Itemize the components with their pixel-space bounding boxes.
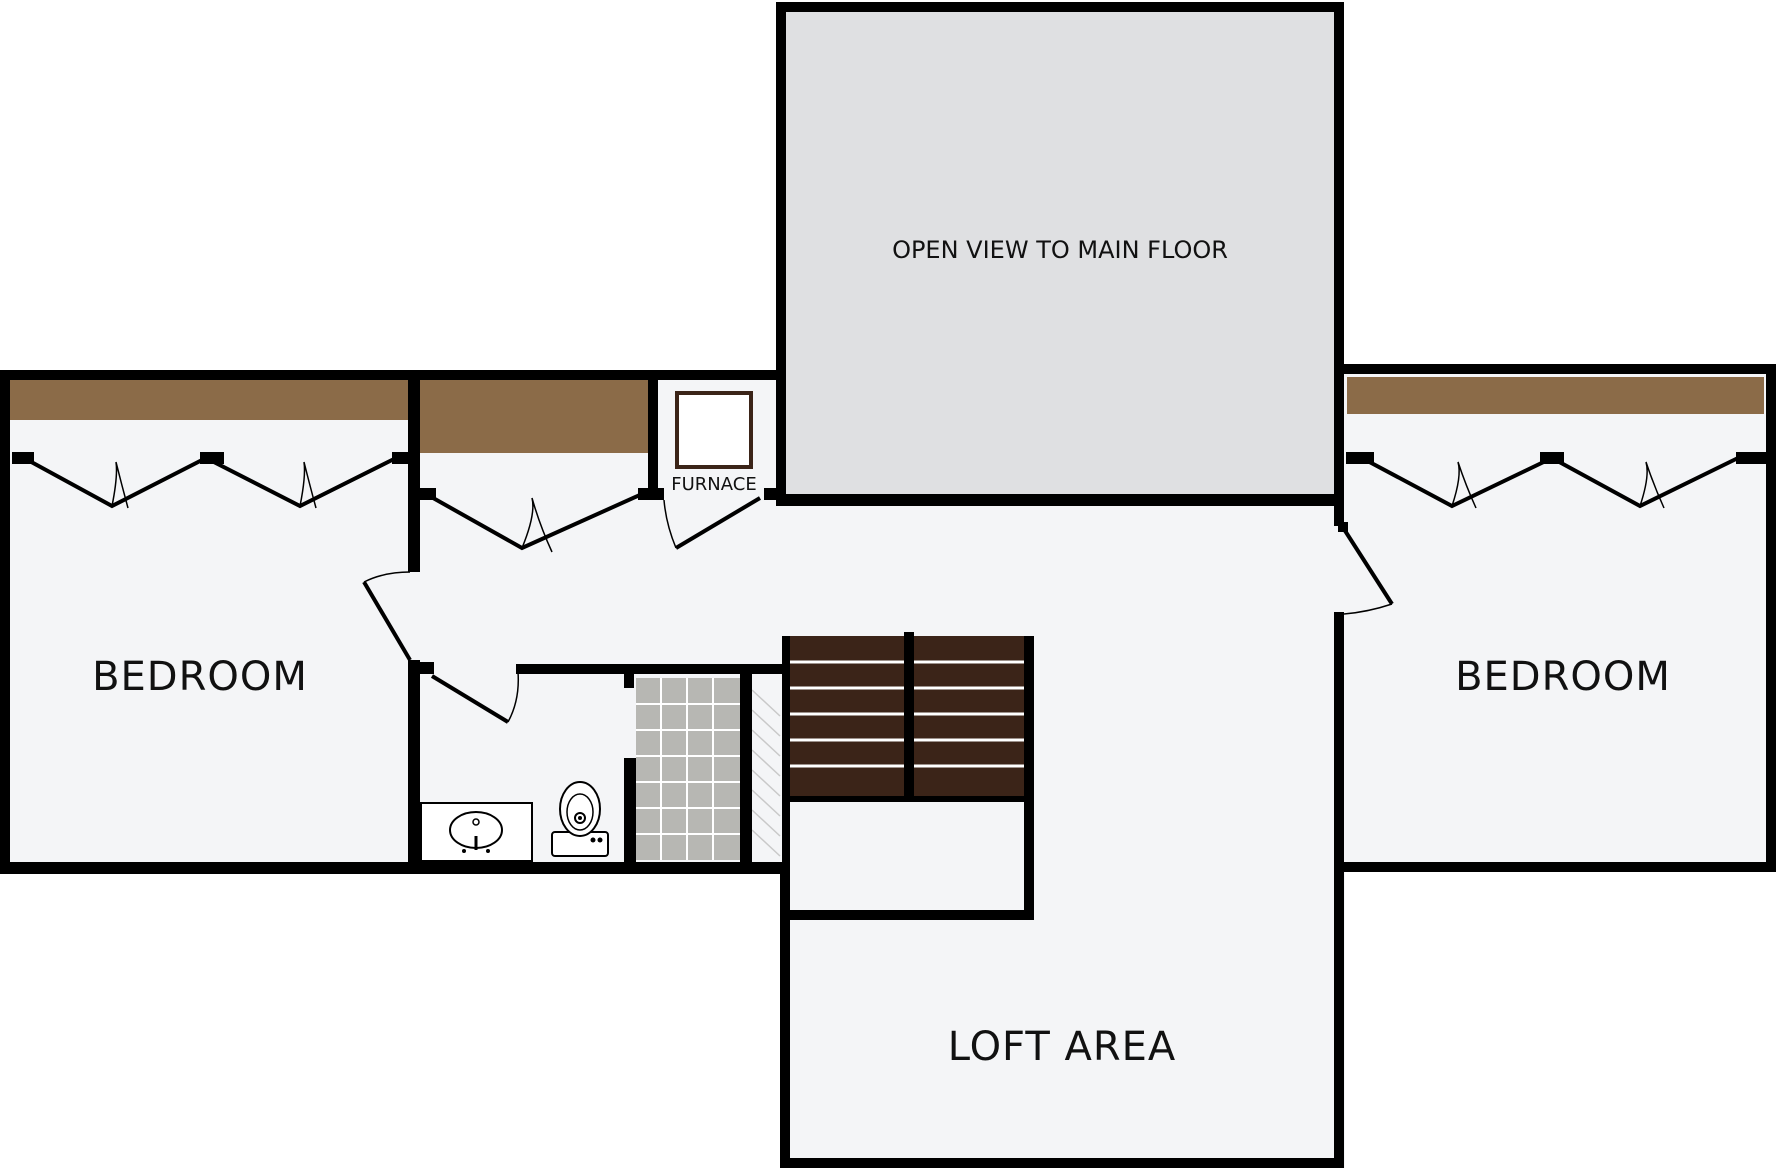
open-view-label: OPEN VIEW TO MAIN FLOOR xyxy=(892,236,1228,264)
swing-doors xyxy=(362,522,1394,724)
loft-floor xyxy=(780,500,1345,1168)
loft-area-label: LOFT AREA xyxy=(948,1024,1177,1070)
furnace-label: FURNACE xyxy=(671,474,756,495)
room-labels: BEDROOM BEDROOM LOFT AREA OPEN VIEW TO M… xyxy=(92,236,1671,1070)
closet-shelves xyxy=(10,377,1764,453)
closet-doors xyxy=(12,452,1768,553)
hatched-wall xyxy=(751,689,781,857)
closet-shelf-left xyxy=(10,380,410,420)
open-view-area xyxy=(780,10,1336,496)
bathroom xyxy=(420,678,781,862)
closet-shelf-right xyxy=(1347,377,1764,414)
right-wing-floor xyxy=(1340,370,1770,866)
sink-icon xyxy=(420,802,533,862)
staircase xyxy=(782,632,1034,920)
closet-shelf-middle xyxy=(420,380,648,453)
toilet-icon xyxy=(551,781,609,857)
shower-tiles xyxy=(636,678,740,860)
furnace-icon xyxy=(675,391,753,469)
floor-fills xyxy=(6,10,1770,1168)
bedroom-left-label: BEDROOM xyxy=(92,654,308,700)
bedroom-right-label: BEDROOM xyxy=(1455,654,1671,700)
